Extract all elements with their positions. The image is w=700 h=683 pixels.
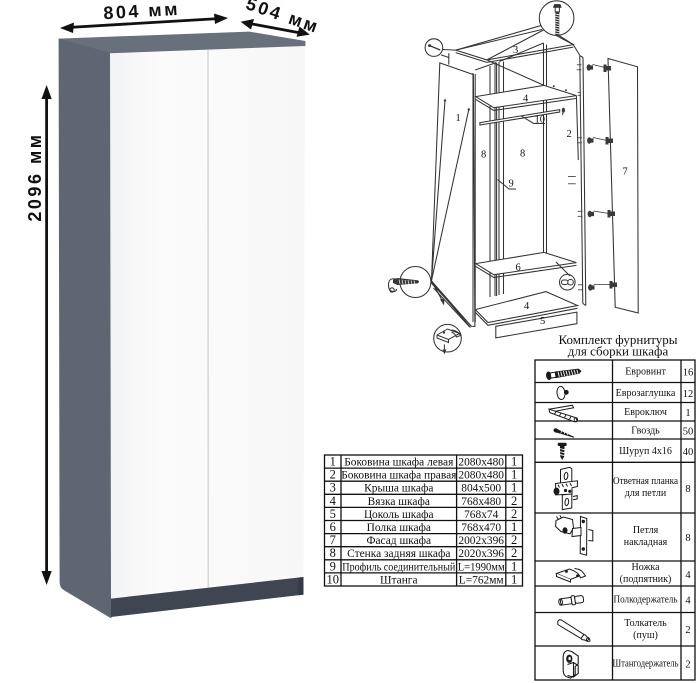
svg-text:16: 16 [683, 368, 694, 379]
svg-text:Боковина шкафа левая: Боковина шкафа левая [344, 457, 454, 469]
svg-text:4: 4 [524, 301, 530, 312]
svg-text:12: 12 [683, 389, 694, 400]
svg-text:6: 6 [516, 263, 521, 274]
svg-text:504 мм: 504 мм [243, 0, 322, 37]
svg-text:Цоколь шкафа: Цоколь шкафа [364, 509, 434, 521]
svg-text:Штангодержатель: Штангодержатель [613, 659, 679, 670]
svg-text:1: 1 [456, 113, 461, 124]
svg-text:2080х480: 2080х480 [458, 470, 504, 482]
svg-text:Ответная планка: Ответная планка [613, 476, 679, 487]
svg-text:10: 10 [535, 115, 546, 126]
svg-text:Вязка шкафа: Вязка шкафа [368, 496, 430, 508]
svg-text:Штанга: Штанга [380, 574, 418, 586]
svg-text:8: 8 [481, 150, 486, 161]
svg-text:L=762мм: L=762мм [459, 574, 504, 586]
svg-text:9: 9 [509, 179, 514, 190]
svg-text:768х480: 768х480 [461, 496, 501, 508]
svg-text:Еврозаглушка: Еврозаглушка [616, 388, 676, 399]
svg-text:5: 5 [540, 316, 545, 327]
svg-text:1: 1 [511, 572, 517, 586]
svg-text:6: 6 [330, 520, 336, 534]
svg-text:Боковина шкафа правая: Боковина шкафа правая [341, 470, 457, 482]
svg-text:(пуш): (пуш) [633, 630, 658, 641]
svg-text:8: 8 [520, 149, 525, 160]
svg-text:4: 4 [685, 596, 691, 607]
svg-text:1: 1 [330, 455, 336, 469]
svg-text:804 мм: 804 мм [103, 0, 181, 23]
svg-text:1: 1 [511, 468, 517, 482]
svg-text:2: 2 [511, 546, 517, 560]
svg-text:7: 7 [623, 167, 628, 178]
svg-text:Профиль соединительный: Профиль соединительный [342, 561, 455, 573]
svg-text:Ножка: Ножка [631, 562, 660, 573]
svg-text:Стенка задняя шкафа: Стенка задняя шкафа [347, 548, 450, 560]
svg-text:2: 2 [511, 494, 517, 508]
svg-text:Полкодержатель: Полкодержатель [614, 595, 678, 606]
svg-text:Гвоздь: Гвоздь [631, 426, 660, 437]
svg-text:3: 3 [330, 481, 336, 495]
svg-text:1: 1 [685, 408, 690, 419]
svg-text:1: 1 [511, 559, 517, 573]
svg-text:9: 9 [330, 559, 336, 573]
svg-text:8: 8 [685, 533, 690, 544]
svg-text:Комплект фурнитуры: Комплект фурнитуры [558, 332, 677, 347]
svg-text:2: 2 [685, 625, 690, 636]
svg-text:40: 40 [683, 447, 694, 458]
svg-text:Фасад шкафа: Фасад шкафа [367, 535, 432, 547]
svg-text:Петля: Петля [633, 525, 659, 536]
svg-text:2: 2 [511, 507, 517, 521]
svg-text:5: 5 [330, 507, 336, 521]
svg-text:2002х396: 2002х396 [458, 535, 504, 547]
svg-text:для сборки шкафа: для сборки шкафа [568, 344, 669, 359]
svg-text:4: 4 [330, 494, 337, 508]
svg-text:8: 8 [330, 546, 336, 560]
svg-text:50: 50 [683, 427, 694, 438]
svg-text:накладная: накладная [624, 537, 668, 548]
svg-text:(подпятник): (подпятник) [620, 574, 672, 585]
svg-text:2: 2 [685, 660, 690, 671]
svg-text:768х470: 768х470 [461, 522, 501, 534]
svg-text:7: 7 [330, 533, 336, 547]
svg-text:Шуруп 4х16: Шуруп 4х16 [619, 446, 672, 457]
svg-text:1: 1 [511, 455, 517, 469]
svg-text:Крыша шкафа: Крыша шкафа [364, 483, 433, 495]
svg-text:Толкатель: Толкатель [624, 618, 667, 629]
svg-text:4: 4 [523, 93, 529, 104]
svg-text:1: 1 [511, 520, 517, 534]
svg-text:2096 мм: 2096 мм [25, 132, 45, 221]
svg-text:8: 8 [685, 484, 690, 495]
svg-text:4: 4 [685, 570, 691, 581]
svg-text:Полка шкафа: Полка шкафа [367, 522, 431, 534]
svg-text:2: 2 [330, 468, 336, 482]
svg-text:Евровинт: Евровинт [625, 367, 666, 378]
svg-text:768х74: 768х74 [464, 509, 498, 521]
svg-text:Евроключ: Евроключ [624, 407, 667, 418]
svg-text:2020х396: 2020х396 [458, 548, 504, 560]
svg-text:804х500: 804х500 [461, 483, 501, 495]
svg-text:3: 3 [513, 45, 518, 56]
svg-text:2080х480: 2080х480 [458, 457, 504, 469]
svg-text:2: 2 [567, 129, 572, 140]
svg-text:10: 10 [326, 572, 339, 586]
svg-text:L=1990мм: L=1990мм [458, 561, 505, 573]
svg-text:2: 2 [511, 533, 517, 547]
svg-text:для петли: для петли [625, 488, 667, 499]
svg-text:1: 1 [511, 481, 517, 495]
